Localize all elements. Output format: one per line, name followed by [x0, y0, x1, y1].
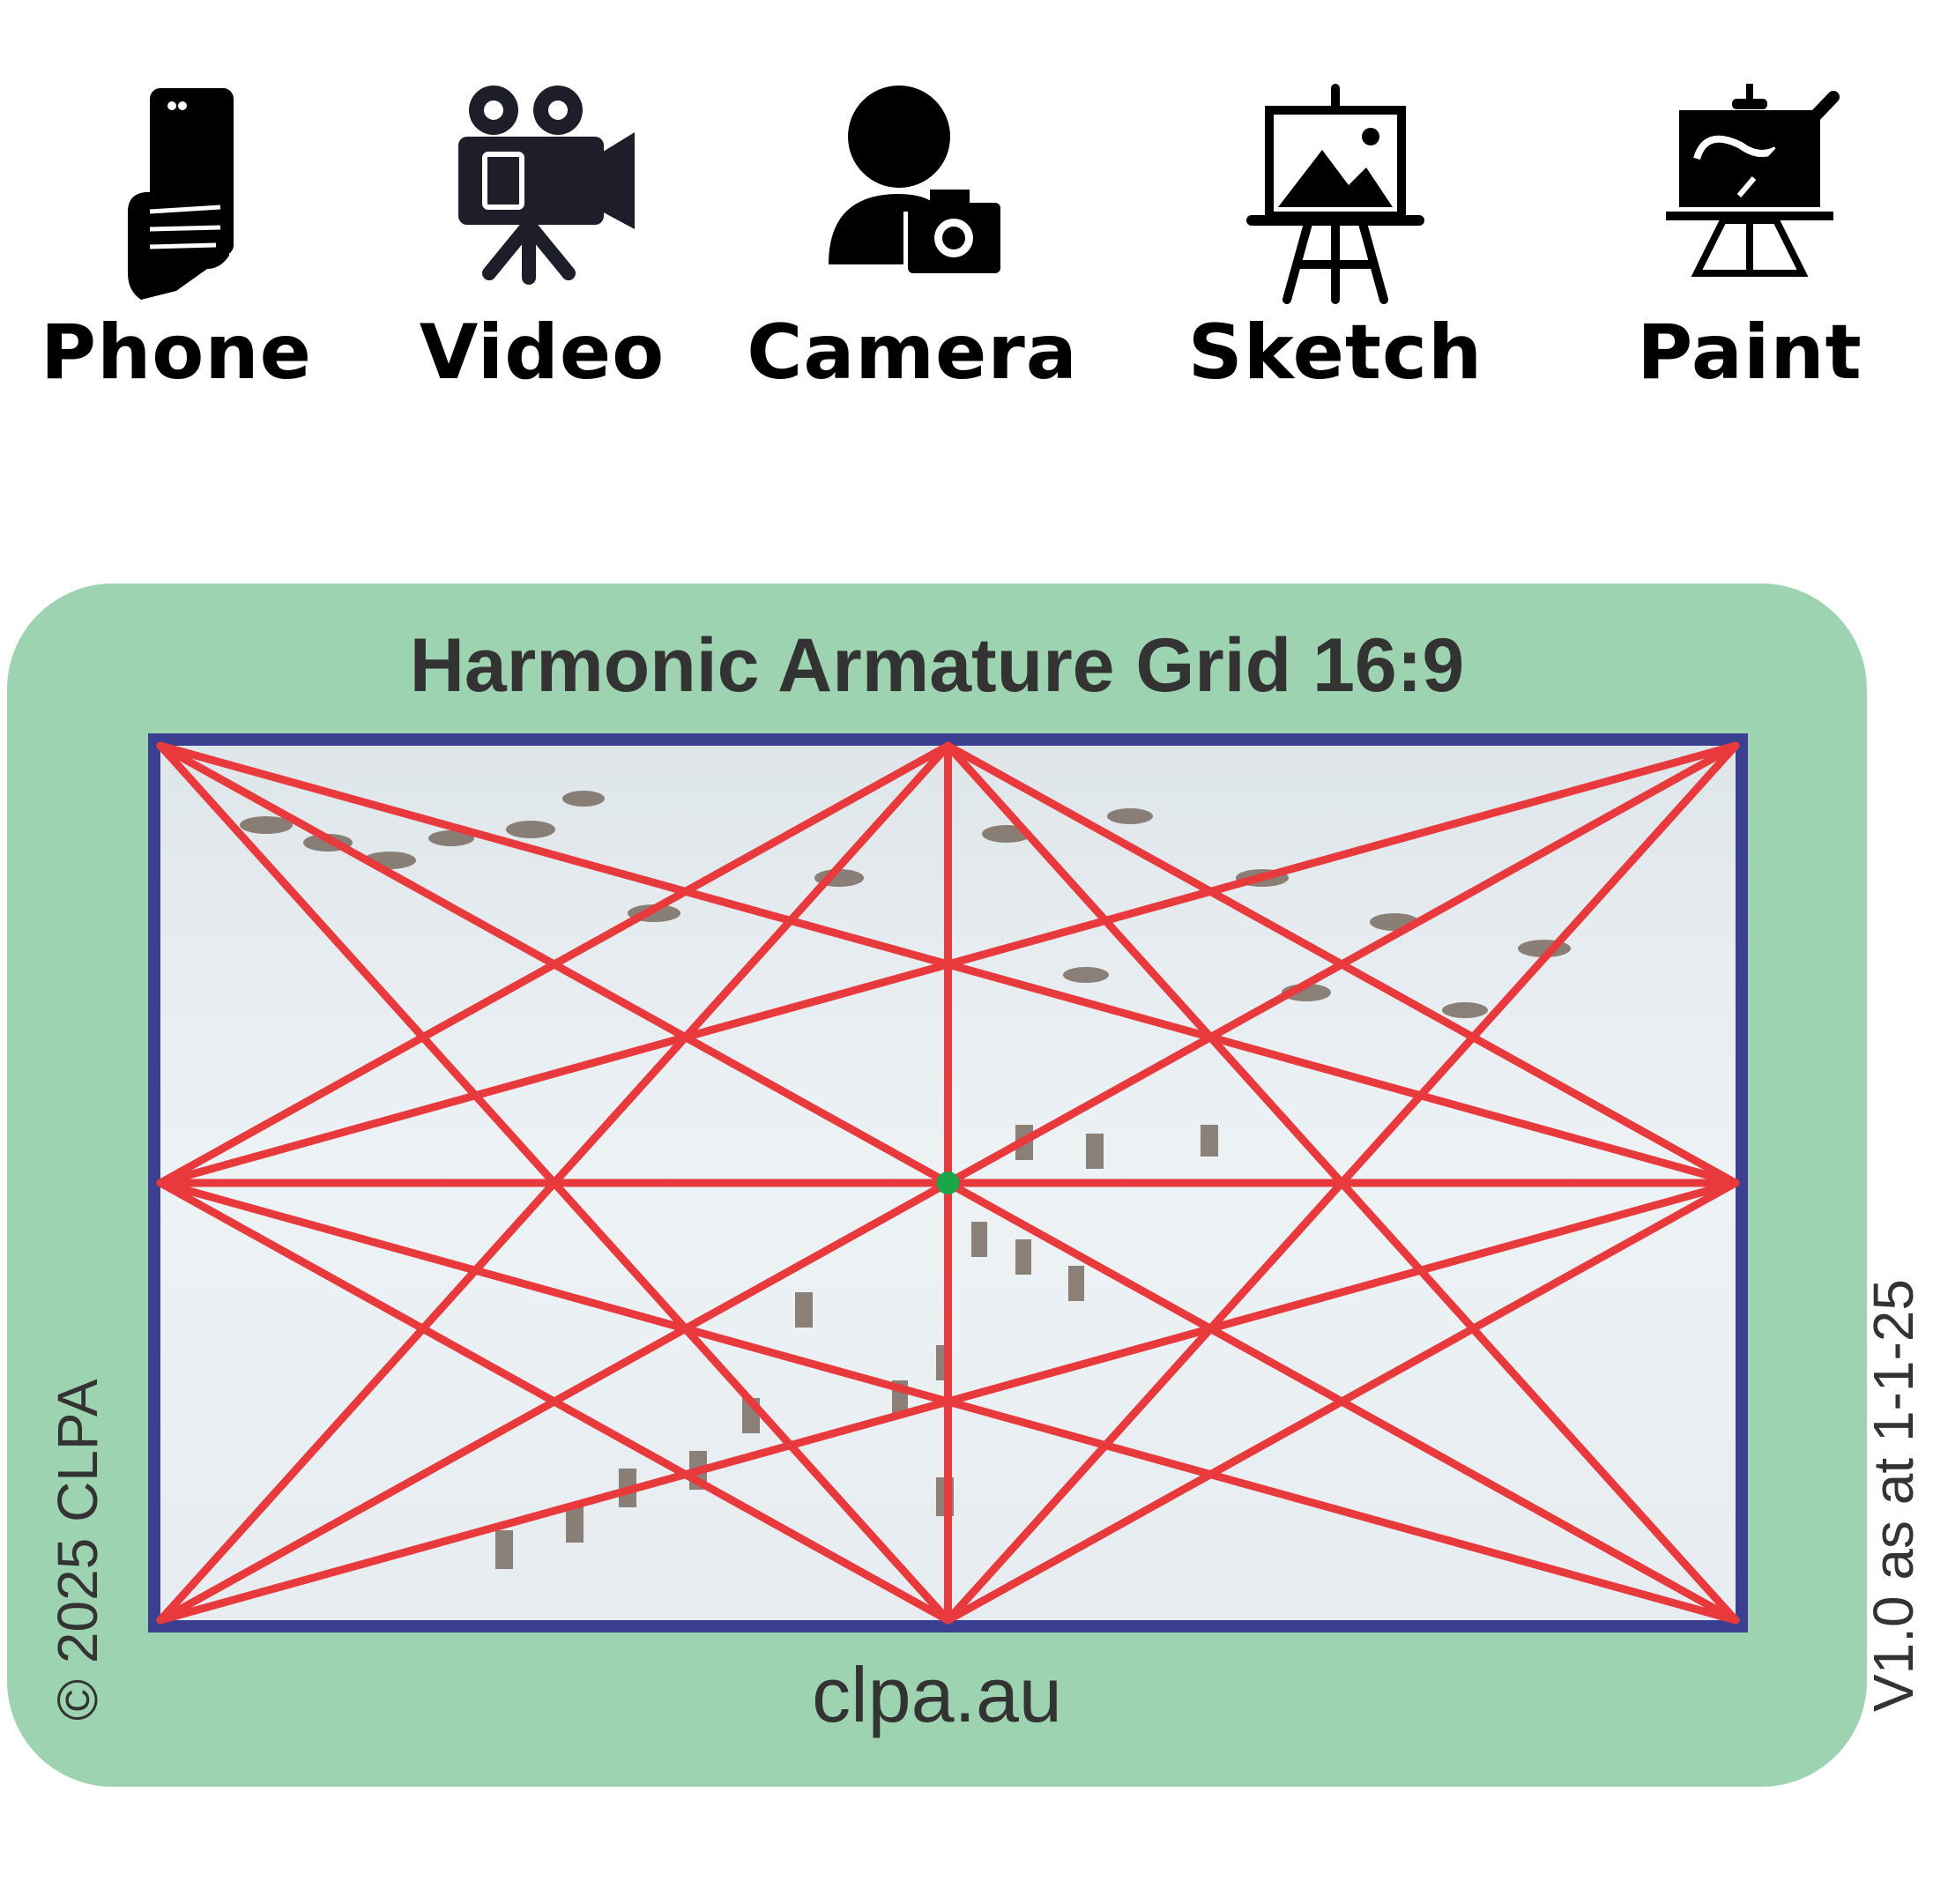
photographer-icon: [829, 86, 1000, 273]
icon-label-paint: Paint: [1637, 309, 1862, 397]
phone-in-hand-icon: [128, 88, 234, 300]
grid-reciprocal-3: [944, 741, 1740, 1625]
grid-side-3: [156, 741, 1740, 1187]
version-text: V1.0 as at 1-1-25: [1862, 1279, 1925, 1712]
grid-side-4: [156, 1179, 1740, 1625]
grid-rhombus-4: [944, 1179, 1740, 1625]
center-point: [936, 1171, 960, 1194]
icon-item-video: Video: [366, 79, 718, 414]
armature-grid: [156, 741, 1740, 1625]
icon-label-phone: Phone: [41, 309, 312, 397]
paint-canvas-icon: [1666, 84, 1840, 277]
copyright-text: © 2025 CLPA: [46, 1379, 109, 1721]
grid-rhombus-1: [156, 741, 952, 1187]
video-camera-icon: [458, 86, 635, 285]
grid-lines: [156, 741, 1740, 1625]
grid-frame: [148, 733, 1748, 1633]
grid-reciprocal-4: [156, 741, 952, 1625]
medium-icon-row: Phone Video Camera: [0, 0, 1904, 423]
grid-rhombus-3: [156, 1179, 952, 1625]
icon-label-camera: Camera: [747, 309, 1078, 397]
grid-rhombus-2: [944, 741, 1740, 1187]
icon-label-sketch: Sketch: [1187, 309, 1483, 397]
easel-icon: [1246, 84, 1424, 304]
card-url: clpa.au: [812, 1651, 1062, 1738]
card-title: Harmonic Armature Grid 16:9: [409, 623, 1465, 708]
grid-card: Harmonic Armature Grid 16:9: [7, 584, 1925, 1787]
icon-item-camera: Camera: [736, 79, 1089, 414]
icon-item-sketch: Sketch: [1159, 79, 1512, 414]
icon-item-paint: Paint: [1573, 79, 1926, 414]
icon-item-phone: Phone: [0, 79, 353, 414]
icon-label-video: Video: [419, 309, 665, 397]
